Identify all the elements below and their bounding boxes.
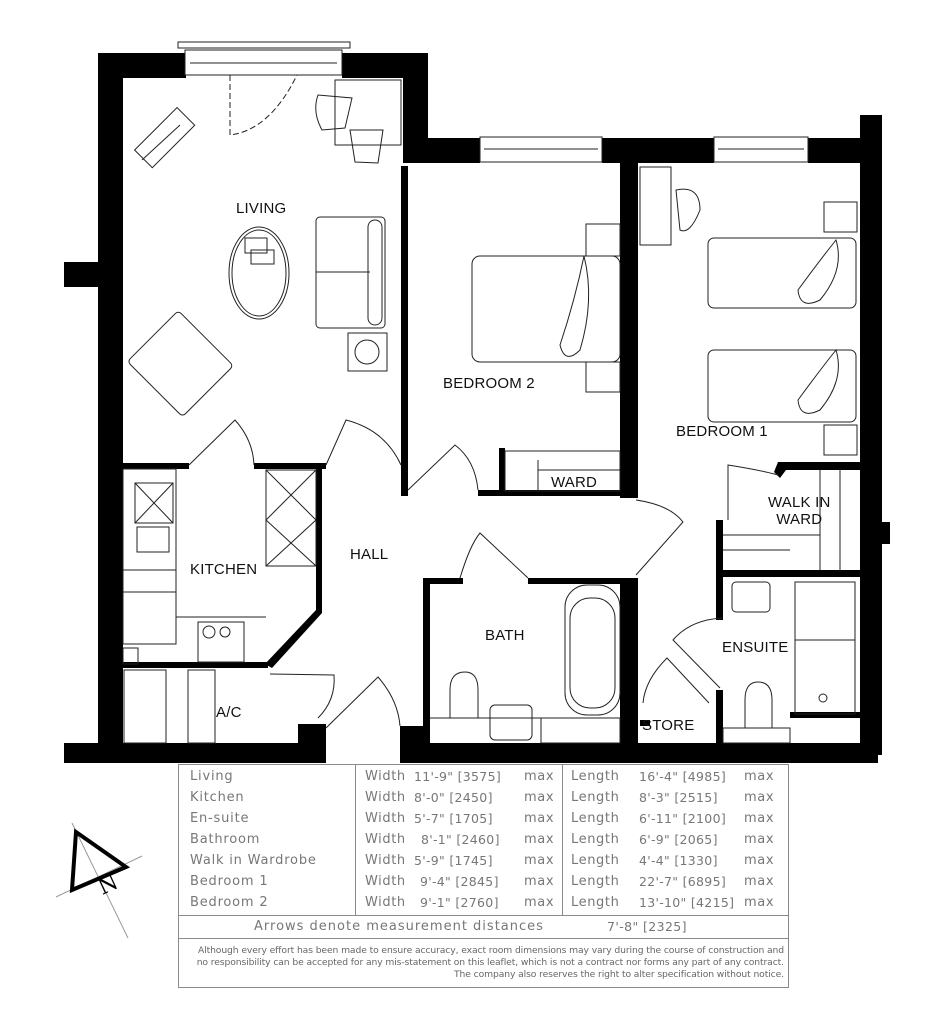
room-name: Kitchen	[190, 790, 245, 805]
north-arrow-icon: N	[55, 822, 143, 939]
width-max: max	[524, 832, 555, 847]
room-name: Walk in Wardrobe	[190, 853, 317, 868]
room-name: Bedroom 1	[190, 874, 269, 889]
walls	[64, 53, 890, 763]
length-label: Length	[571, 832, 620, 847]
length-max: max	[744, 769, 775, 784]
table-row: Kitchen Width 8'-0" [2450] max Length 8'…	[179, 787, 788, 808]
length-label: Length	[571, 874, 620, 889]
length-value: 13'-10" [4215]	[639, 895, 735, 910]
length-value: 6'-11" [2100]	[639, 811, 726, 826]
width-value: 8'-0" [2450]	[414, 790, 493, 805]
length-label: Length	[571, 811, 620, 826]
length-label: Length	[571, 769, 620, 784]
svg-text:N: N	[94, 870, 122, 901]
length-value: 8'-3" [2515]	[639, 790, 718, 805]
width-label: Width	[365, 853, 406, 868]
dimensions-panel: Living Width 11'-9" [3575] max Length 16…	[178, 764, 789, 988]
disclaimer-line-2: no responsibility can be accepted for an…	[196, 957, 784, 968]
length-value: 16'-4" [4985]	[639, 769, 726, 784]
width-label: Width	[365, 769, 406, 784]
room-label-ac: A/C	[216, 704, 242, 721]
windows	[177, 41, 809, 163]
width-max: max	[524, 790, 555, 805]
width-value: 5'-9" [1745]	[414, 853, 493, 868]
width-value: 9'-4" [2845]	[420, 874, 499, 889]
width-max: max	[524, 769, 555, 784]
room-label-walk-in-ward: WALK IN WARD	[768, 494, 831, 528]
room-label-ward: WARD	[551, 474, 598, 491]
length-max: max	[744, 874, 775, 889]
measurement-note: Arrows denote measurement distances	[254, 919, 544, 934]
width-max: max	[524, 895, 555, 910]
room-label-bath: BATH	[485, 627, 525, 644]
room-name: En-suite	[190, 811, 250, 826]
length-label: Length	[571, 895, 620, 910]
length-value: 6'-9" [2065]	[639, 832, 718, 847]
length-max: max	[744, 832, 775, 847]
width-label: Width	[365, 895, 406, 910]
doors	[188, 74, 779, 729]
disclaimer-line-1: Although every effort has been made to e…	[197, 945, 784, 956]
length-value: 4'-4" [1330]	[639, 853, 718, 868]
room-label-bedroom-2: BEDROOM 2	[443, 375, 535, 392]
disclaimer-line-3: The company also reserves the right to a…	[454, 969, 784, 980]
width-label: Width	[365, 811, 406, 826]
table-row: Walk in Wardrobe Width 5'-9" [1745] max …	[179, 850, 788, 871]
length-max: max	[744, 853, 775, 868]
room-label-bedroom-1: BEDROOM 1	[676, 423, 768, 440]
column-divider	[355, 765, 356, 915]
width-max: max	[524, 874, 555, 889]
table-row: Living Width 11'-9" [3575] max Length 16…	[179, 766, 788, 787]
measurement-value: 7'-8" [2325]	[607, 919, 687, 934]
dimensions-table: Living Width 11'-9" [3575] max Length 16…	[179, 765, 788, 916]
table-row: Bedroom 1 Width 9'-4" [2845] max Length …	[179, 871, 788, 892]
width-value: 11'-9" [3575]	[414, 769, 501, 784]
length-max: max	[744, 895, 775, 910]
width-value: 5'-7" [1705]	[414, 811, 493, 826]
width-label: Width	[365, 790, 406, 805]
length-max: max	[744, 790, 775, 805]
table-row: Bedroom 2 Width 9'-1" [2760] max Length …	[179, 892, 788, 913]
width-value: 8'-1" [2460]	[421, 832, 500, 847]
length-max: max	[744, 811, 775, 826]
room-label-store: STORE	[642, 717, 695, 734]
width-max: max	[524, 811, 555, 826]
measurement-note-row: Arrows denote measurement distances 7'-8…	[179, 915, 788, 939]
room-name: Living	[190, 769, 234, 784]
furniture	[122, 79, 858, 744]
table-row: En-suite Width 5'-7" [1705] max Length 6…	[179, 808, 788, 829]
table-row: Bathroom Width 8'-1" [2460] max Length 6…	[179, 829, 788, 850]
disclaimer-text: Although every effort has been made to e…	[179, 945, 784, 981]
walk-in-ward-line-1: WALK IN	[768, 494, 831, 511]
width-label: Width	[365, 874, 406, 889]
width-max: max	[524, 853, 555, 868]
room-name: Bedroom 2	[190, 895, 269, 910]
width-label: Width	[365, 832, 406, 847]
room-name: Bathroom	[190, 832, 261, 847]
walk-in-ward-line-2: WARD	[776, 511, 823, 528]
room-label-hall: HALL	[350, 546, 389, 563]
length-label: Length	[571, 853, 620, 868]
room-label-living: LIVING	[236, 200, 287, 217]
room-label-kitchen: KITCHEN	[190, 561, 258, 578]
length-label: Length	[571, 790, 620, 805]
room-label-ensuite: ENSUITE	[722, 639, 789, 656]
column-divider	[562, 765, 563, 915]
width-value: 9'-1" [2760]	[420, 895, 499, 910]
length-value: 22'-7" [6895]	[639, 874, 726, 889]
